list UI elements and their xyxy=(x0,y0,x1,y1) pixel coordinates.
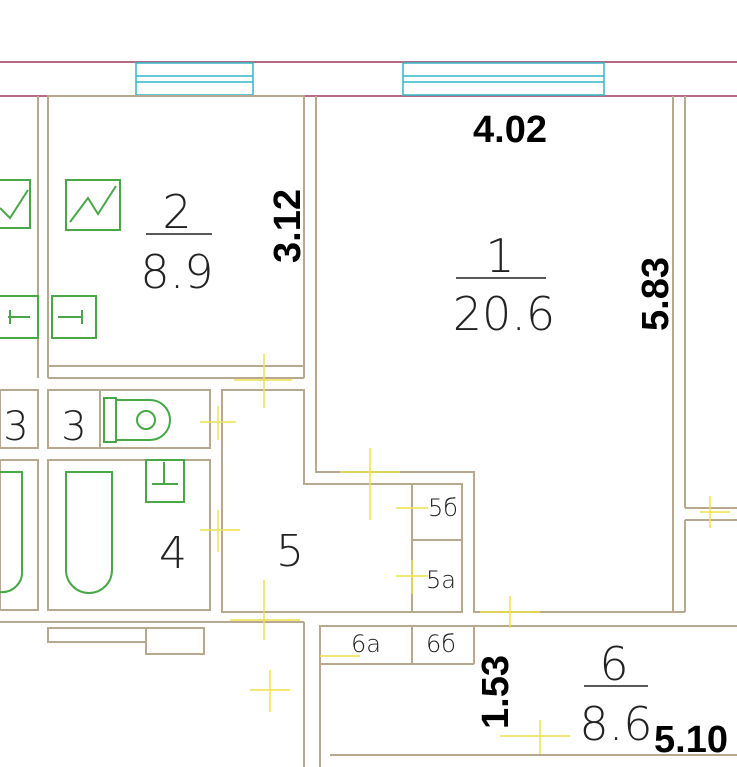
bathtub-icon xyxy=(65,471,113,594)
room-1-number: 1 xyxy=(485,229,514,283)
toilet-icon xyxy=(103,397,171,443)
window-left xyxy=(135,62,254,96)
room-5-number: 5 xyxy=(276,526,304,577)
room-6-area: 8.6 xyxy=(579,697,652,751)
room-6b-number: 6б xyxy=(426,630,456,658)
window-right xyxy=(402,62,605,96)
room-4-number: 4 xyxy=(159,528,187,579)
room-5a-number: 5а xyxy=(426,566,456,594)
fraction-bars xyxy=(146,233,648,687)
markers xyxy=(200,354,730,754)
fixtures xyxy=(0,179,185,594)
room-1-area: 20.6 xyxy=(453,287,555,341)
dimension-room-1-side: 5.83 xyxy=(635,257,677,331)
dimension-room-6-side: 1.53 xyxy=(475,655,517,729)
dimension-bottom-right: 5.10 xyxy=(654,719,728,761)
dimension-top: 4.02 xyxy=(473,109,547,151)
room-2-area: 8.9 xyxy=(140,245,213,299)
room-3-number: 3 xyxy=(61,404,86,450)
room-2-number: 2 xyxy=(162,185,191,239)
room-6-number: 6 xyxy=(599,637,628,691)
room-5b-number: 5б xyxy=(428,494,458,522)
stove-icon xyxy=(65,179,121,231)
dimension-room-2: 3.12 xyxy=(267,189,309,263)
sink-icon xyxy=(145,459,185,503)
room-3-left-number: 3 xyxy=(3,404,28,450)
outer-wall xyxy=(0,61,737,97)
bathtub-icon xyxy=(0,471,24,594)
room-6a-number: 6а xyxy=(351,630,381,658)
